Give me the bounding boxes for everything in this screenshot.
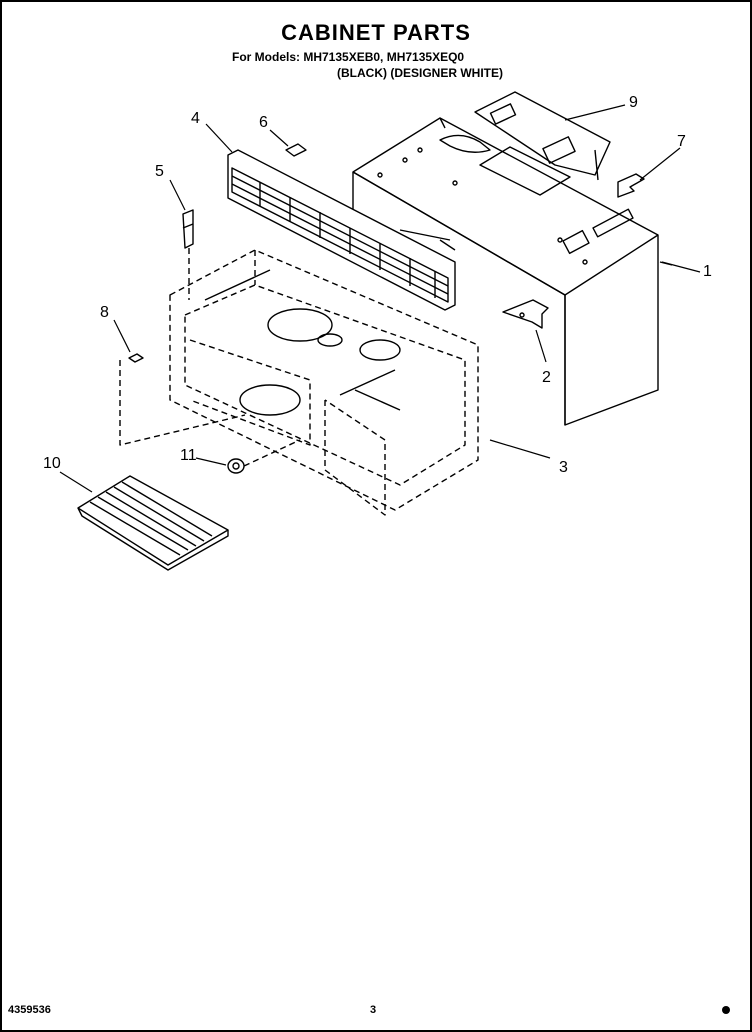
part-4-vent-grille bbox=[227, 149, 456, 311]
page-number: 3 bbox=[370, 1004, 377, 1016]
callout-9: 9 bbox=[629, 94, 638, 111]
part-7-clip bbox=[617, 173, 645, 198]
callout-labels: 1 2 3 4 6 5 7 8 9 10 11 bbox=[43, 94, 712, 476]
callout-5-6: 6 bbox=[259, 114, 268, 131]
callout-7: 7 bbox=[677, 133, 686, 150]
part-11-knob bbox=[227, 439, 301, 474]
callout-11: 11 bbox=[180, 447, 197, 464]
models-line: For Models: MH7135XEB0, MH7135XEQ0 bbox=[232, 50, 465, 64]
page-title: CABINET PARTS bbox=[281, 20, 471, 45]
callout-2: 2 bbox=[542, 369, 551, 386]
callout-4: 4 bbox=[191, 110, 200, 127]
callout-10: 10 bbox=[43, 455, 61, 472]
corner-mark bbox=[722, 1006, 730, 1014]
leader-lines bbox=[59, 104, 701, 493]
part-8-clip bbox=[119, 353, 246, 446]
part-3-front-frame bbox=[169, 249, 479, 516]
part-6-clip bbox=[285, 143, 307, 157]
part-9-top-bracket bbox=[474, 91, 611, 181]
callout-1: 1 bbox=[703, 263, 712, 280]
frame-interior-details bbox=[204, 269, 401, 416]
part-2-bracket bbox=[502, 299, 549, 329]
part-10-filter bbox=[77, 475, 229, 571]
callout-8: 8 bbox=[100, 304, 109, 321]
callout-5: 5 bbox=[155, 163, 164, 180]
doc-number: 4359536 bbox=[8, 1004, 51, 1016]
part-5-hinge-bracket bbox=[182, 209, 194, 300]
colors-line: (BLACK) (DESIGNER WHITE) bbox=[337, 66, 503, 80]
callout-3: 3 bbox=[559, 459, 568, 476]
